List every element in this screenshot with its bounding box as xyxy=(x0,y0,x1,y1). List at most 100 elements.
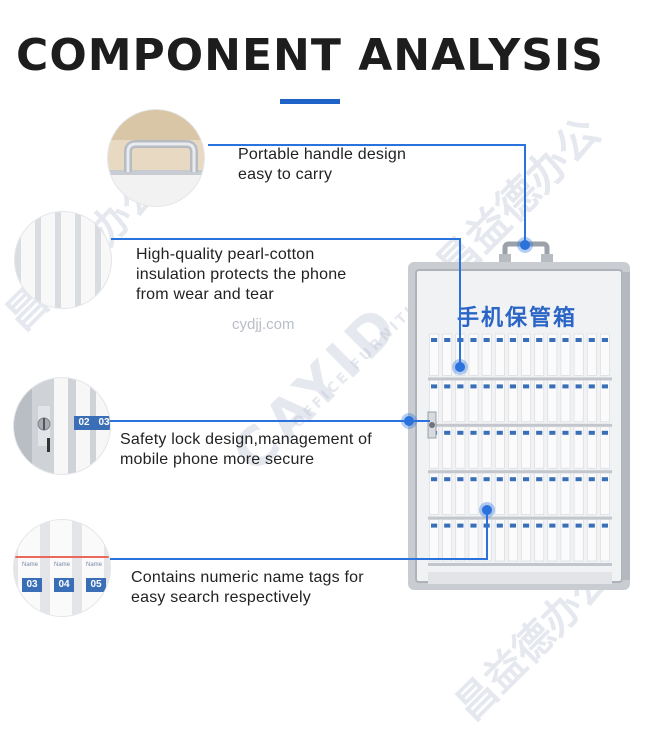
cabinet-slot-tag xyxy=(601,384,608,389)
cabinet-slot xyxy=(573,380,584,423)
cabinet-slot-tag xyxy=(496,477,503,482)
cabinet-slot xyxy=(429,519,439,562)
cabinet-slot xyxy=(560,519,571,562)
cabinet-slot-tag xyxy=(549,384,556,389)
cabinet-slot-tag xyxy=(509,523,516,528)
cabinet-slot-tag xyxy=(444,384,451,389)
cabinet-slot xyxy=(573,519,584,562)
phone-storage-cabinet: 手机保管箱 xyxy=(400,232,640,597)
cabinet-slot xyxy=(494,380,505,423)
cabinet-slot xyxy=(586,519,597,562)
cabinet-slot xyxy=(481,380,492,423)
name-tag-detail-image: Name Name Name 03 04 05 xyxy=(14,520,110,616)
tag-number-03: 03 xyxy=(22,578,42,592)
cabinet-slot-tag xyxy=(601,430,608,435)
cabinet-slot xyxy=(455,426,466,469)
lock-detail-image: 02 03 xyxy=(14,378,110,474)
cabinet-slot xyxy=(468,380,479,423)
cabinet-slot xyxy=(468,472,479,515)
cabinet-slot xyxy=(547,426,558,469)
cabinet-slot xyxy=(508,519,518,562)
feature-handle-text: Portable handle design easy to carry xyxy=(238,146,407,183)
cabinet-slot xyxy=(534,333,545,376)
cabinet-shelf xyxy=(428,516,612,520)
cabinet-slot-tag xyxy=(588,384,595,389)
cabinet-slot xyxy=(494,472,505,515)
cabinet-slot-tag xyxy=(483,384,490,389)
cabinet-slot xyxy=(481,426,492,469)
cabinet-slot-tag xyxy=(588,523,595,528)
cabinet-slot-tag xyxy=(483,338,490,342)
cabinet-slot-tag xyxy=(509,477,516,482)
cabinet-shelf xyxy=(428,423,612,427)
cabinet-slot-tag xyxy=(470,523,477,528)
cabinet-shelf xyxy=(428,377,612,381)
cabinet-slot xyxy=(547,472,558,515)
cabinet-slot-tag xyxy=(470,477,477,482)
cabinet-slot xyxy=(560,472,571,515)
connector-pearl-cotton xyxy=(111,238,461,240)
handle-icon xyxy=(108,110,204,206)
cabinet-slot xyxy=(534,380,545,423)
name-tag-icon xyxy=(14,520,110,616)
page-title: COMPONENT ANALYSIS xyxy=(16,30,604,81)
cabinet-slot xyxy=(586,472,597,515)
cabinet-slot xyxy=(560,380,571,423)
cabinet-slot-tag xyxy=(431,338,438,342)
cabinet-slot xyxy=(586,333,597,376)
cabinet-slot-tag xyxy=(496,338,503,342)
cabinet-slot xyxy=(560,426,571,469)
cabinet-slot-tag xyxy=(549,523,556,528)
cabinet-slot-tag xyxy=(483,430,490,435)
handle-detail-image xyxy=(108,110,204,206)
cabinet-slot-tag xyxy=(575,430,582,435)
title-underline xyxy=(280,99,340,104)
cabinet-slot-tag xyxy=(588,477,595,482)
cabinet-slot xyxy=(521,380,531,423)
cabinet-slot xyxy=(442,380,453,423)
connector-name-tag xyxy=(110,558,488,560)
cabinet-slot-tag xyxy=(431,384,438,389)
cabinet-slot xyxy=(481,333,492,376)
cabinet-slot-tag xyxy=(457,384,464,389)
cabinet-slot-tag xyxy=(523,384,530,389)
cabinet-slot xyxy=(455,472,466,515)
cabinet-slot xyxy=(442,333,453,376)
cabinet-slot xyxy=(600,333,610,376)
cabinet-slot xyxy=(442,519,453,562)
cabinet-slot xyxy=(586,426,597,469)
cabinet-slot-tag xyxy=(444,338,451,342)
cabinet-slot-tag xyxy=(601,477,608,482)
cabinet-slot xyxy=(586,380,597,423)
pearl-cotton-detail-image xyxy=(15,212,111,308)
cabinet-slot-tag xyxy=(588,430,595,435)
cabinet-slot xyxy=(560,333,571,376)
cabinet-slot xyxy=(534,519,545,562)
cabinet-shelf xyxy=(428,470,612,474)
connector-lock xyxy=(110,420,430,422)
cabinet-slot xyxy=(573,333,584,376)
cabinet-slot-tag xyxy=(523,523,530,528)
tag-number-03: 03 xyxy=(94,416,110,430)
cabinet-slot xyxy=(534,472,545,515)
cabinet-shelf xyxy=(428,563,612,566)
callout-dot-name-tag xyxy=(482,505,492,515)
cabinet-slot xyxy=(494,333,505,376)
feature-name-tag-text: Contains numeric name tags for easy sear… xyxy=(131,569,364,606)
cabinet-slot-tag xyxy=(509,384,516,389)
cabinet-slot-tag xyxy=(536,430,543,435)
connector-handle-vertical xyxy=(524,144,526,244)
cabinet-slot xyxy=(573,426,584,469)
pearl-cotton-icon xyxy=(15,212,111,308)
cabinet-slot xyxy=(547,380,558,423)
tag-label-04: Name xyxy=(54,562,71,568)
cabinet-slot-tag xyxy=(575,477,582,482)
cabinet-slot xyxy=(534,426,545,469)
cabinet-slot-tag xyxy=(483,477,490,482)
cabinet-slot-tag xyxy=(523,430,530,435)
cabinet-slot xyxy=(508,472,518,515)
cabinet-slot xyxy=(547,333,558,376)
cabinet-slot-tag xyxy=(457,477,464,482)
cabinet-slot-tag xyxy=(562,338,569,342)
cabinet-slot-tag xyxy=(523,477,530,482)
